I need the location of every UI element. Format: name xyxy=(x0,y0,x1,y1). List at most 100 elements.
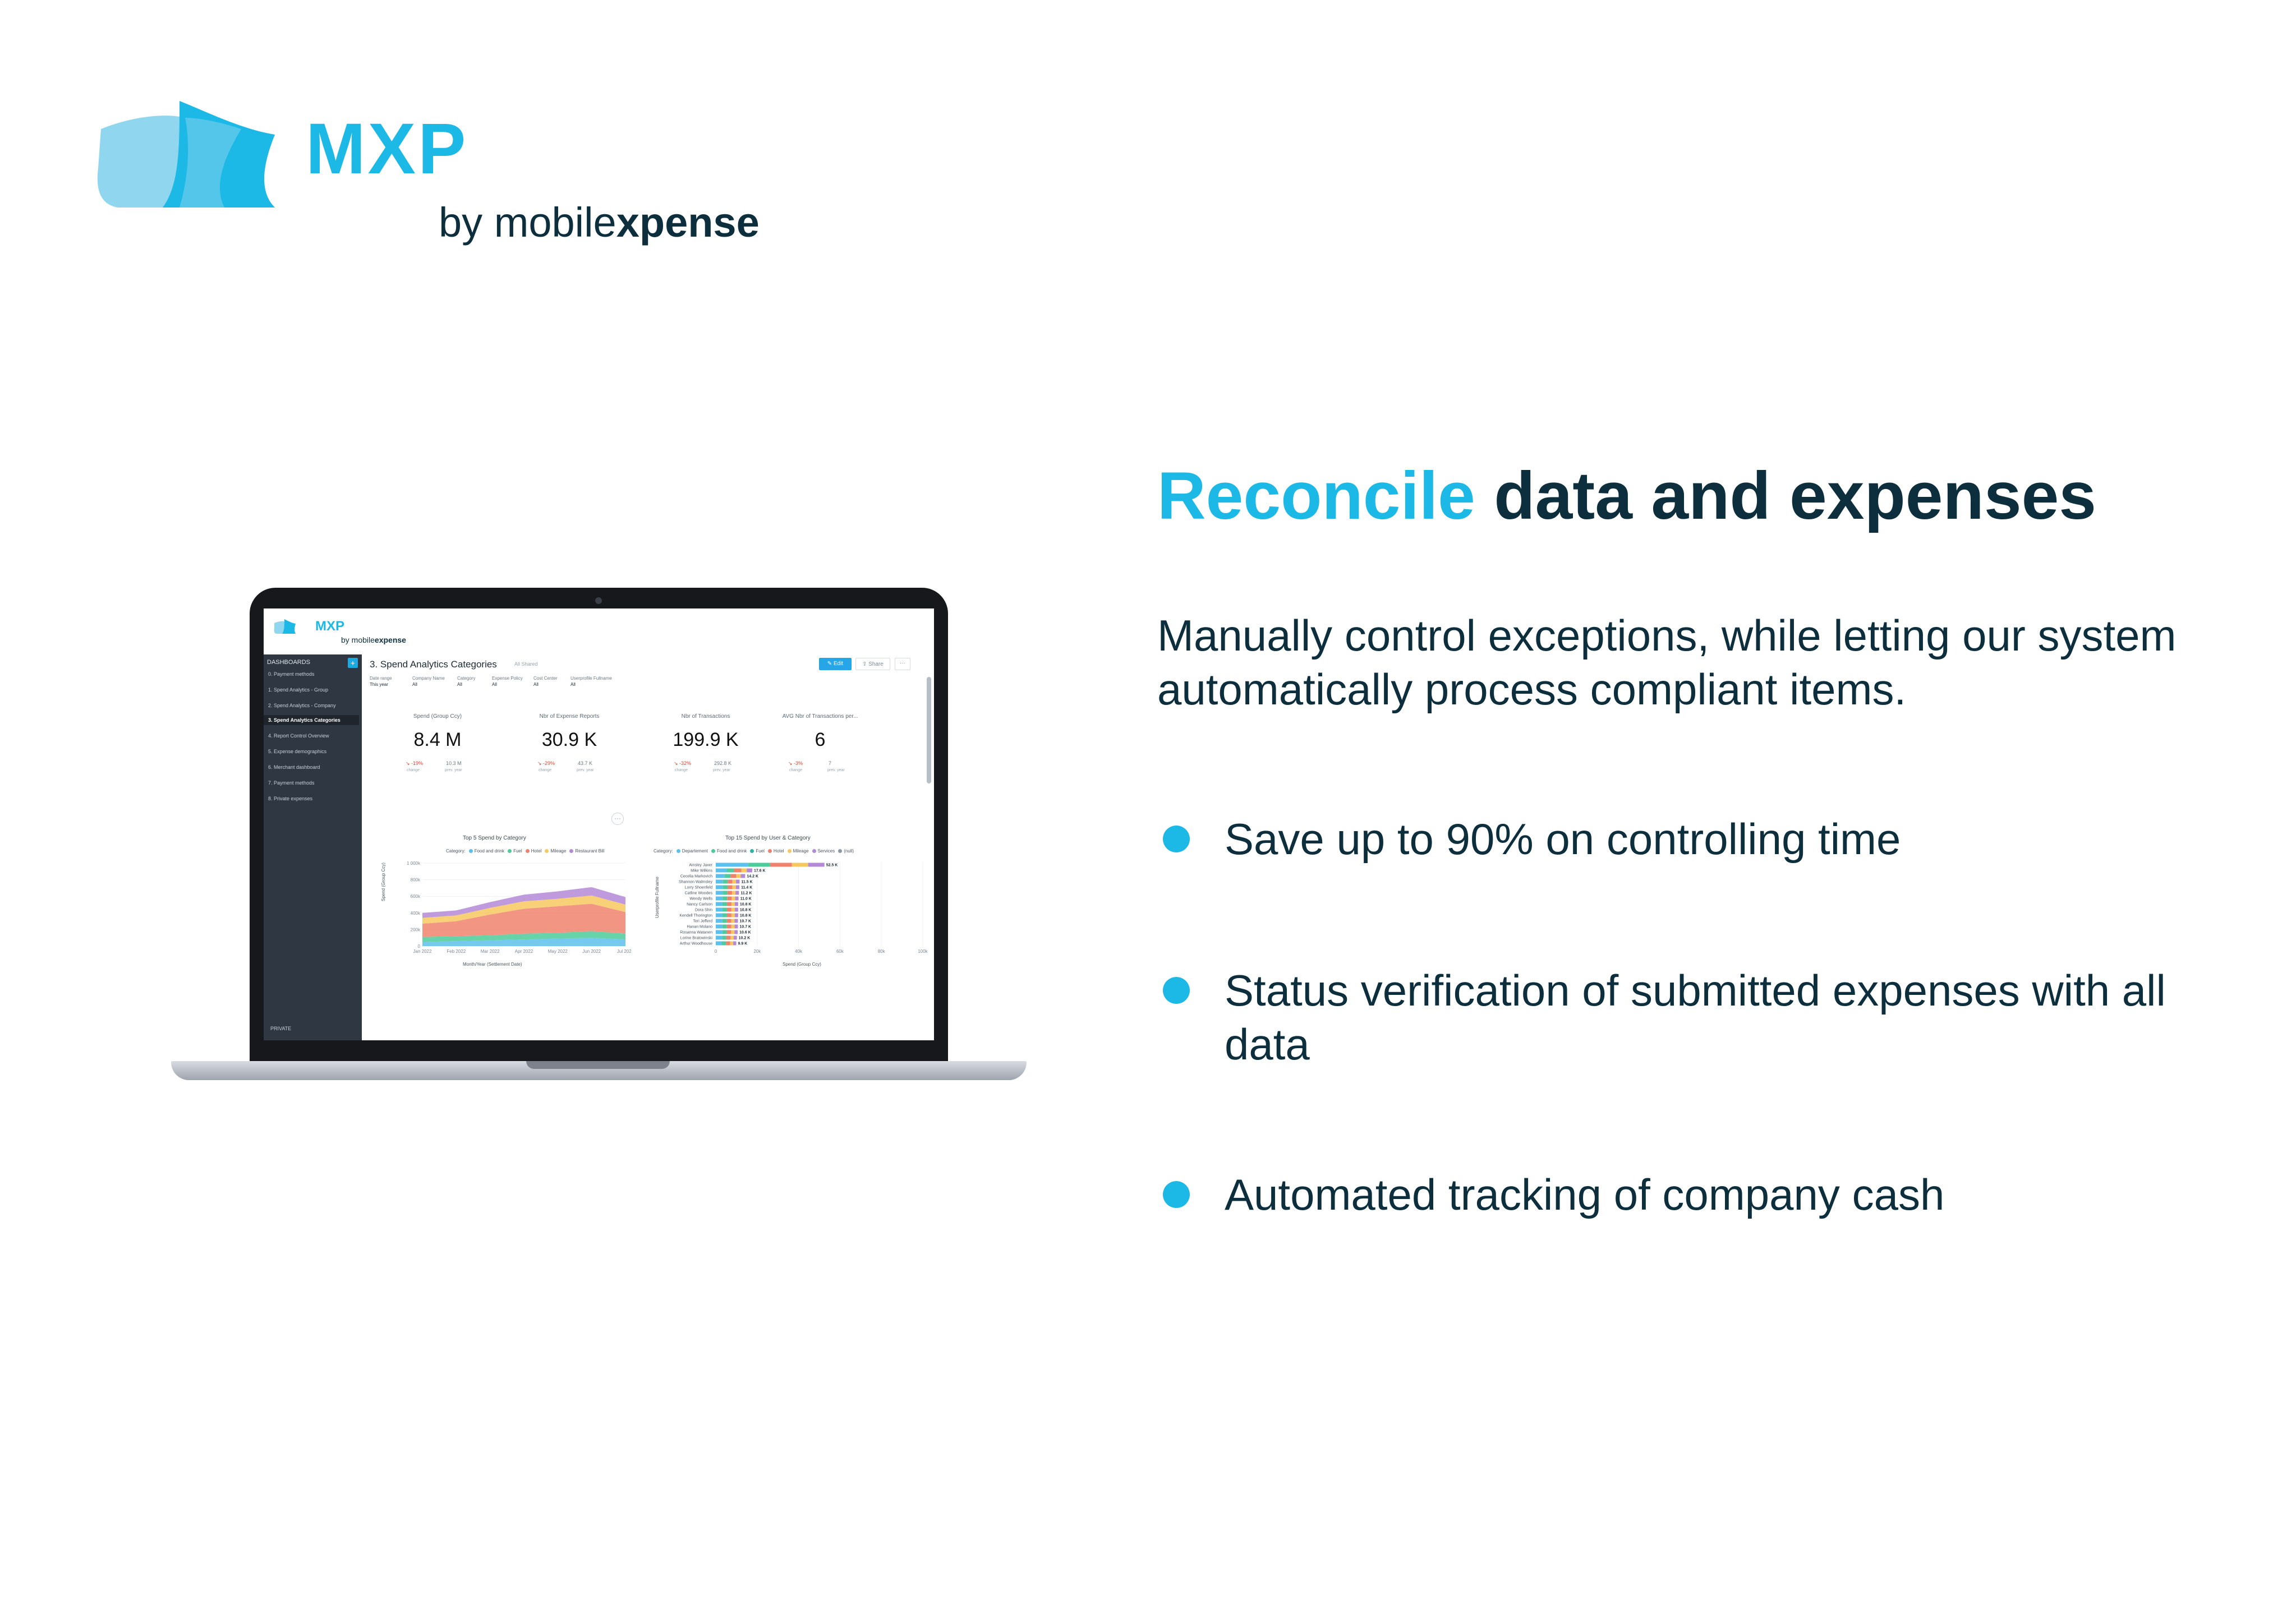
bar-category-label: Hanan Molano xyxy=(687,925,712,929)
legend-label[interactable]: Food and drink xyxy=(716,849,747,854)
bar xyxy=(716,935,737,940)
area-chart-y-title: Spend (Group Ccy) xyxy=(381,863,386,901)
legend-swatch xyxy=(545,849,549,853)
legend-label[interactable]: (null) xyxy=(844,849,854,854)
edit-button[interactable]: ✎ Edit xyxy=(819,658,852,670)
bar-value-label: 10.8 K xyxy=(740,914,752,918)
bar-segment xyxy=(726,941,730,946)
bar-segment xyxy=(731,907,735,912)
sidebar-private-section[interactable]: PRIVATE xyxy=(270,1026,292,1031)
bar xyxy=(716,868,752,873)
bar-category-label: Shannon Walmsley xyxy=(679,880,713,884)
bar-segment xyxy=(734,919,738,923)
bar-chart-title: Top 15 Spend by User & Category xyxy=(725,835,811,841)
bar-segment xyxy=(716,885,723,889)
legend-label[interactable]: Restaurant Bill xyxy=(575,849,605,854)
share-button[interactable]: ⇪ Share xyxy=(855,658,890,670)
sidebar-item-payment-methods[interactable]: 0. Payment methods xyxy=(268,671,315,677)
bar-segment xyxy=(726,930,731,934)
sidebar-item-report-control[interactable]: 4. Report Control Overview xyxy=(268,733,329,739)
more-options-button[interactable]: ··· xyxy=(895,658,910,670)
legend-swatch xyxy=(787,849,792,853)
sidebar-item-private-expenses[interactable]: 8. Private expenses xyxy=(268,796,313,801)
bar-segment xyxy=(722,930,727,934)
bar-segment xyxy=(716,924,723,929)
bar-segment xyxy=(734,913,738,917)
pencil-icon: ✎ xyxy=(827,661,834,667)
bar-chart-y-title: Userprofile Fullname xyxy=(655,877,660,918)
bar-category-label: Lorry Shoenfeld xyxy=(685,886,713,890)
bar-value-label: 10.2 K xyxy=(739,937,751,940)
bar-category-label: Ainsley Jaxer xyxy=(689,864,712,868)
legend-swatch xyxy=(569,849,574,853)
y-tick-label: 800k xyxy=(411,878,421,883)
bar-segment xyxy=(730,935,734,940)
bar-segment xyxy=(731,896,735,901)
bar-value-label: 11.0 K xyxy=(740,897,752,901)
bar xyxy=(716,902,738,906)
area-series xyxy=(422,903,625,937)
bar-category-label: Arthur Woodhouse xyxy=(680,942,712,946)
sidebar-item-expense-demographics[interactable]: 5. Expense demographics xyxy=(268,749,327,754)
y-tick-label: 0 xyxy=(418,944,421,949)
legend-label[interactable]: Hotel xyxy=(773,849,784,854)
bar xyxy=(716,863,825,867)
bar-segment xyxy=(730,874,737,878)
x-tick-label: Jun 2022 xyxy=(582,949,601,954)
area-chart-title: Top 5 Spend by Category xyxy=(463,835,526,841)
bar-segment xyxy=(726,868,734,873)
bar-segment xyxy=(735,891,739,895)
x-tick-label: Jan 2022 xyxy=(413,949,432,954)
bar-segment xyxy=(736,879,740,884)
bar-category-label: Kendell Thorington xyxy=(679,914,712,918)
sidebar-item-spend-company[interactable]: 2. Spend Analytics - Company xyxy=(268,703,336,708)
sidebar-title: DASHBOARDS xyxy=(267,659,311,666)
sidebar-item-payment-methods-2[interactable]: 7. Payment methods xyxy=(268,780,315,786)
bar-segment xyxy=(808,863,825,867)
bar-category-label: Mike Wilkins xyxy=(691,869,712,873)
headline: Reconcile data and expenses xyxy=(1157,458,2097,533)
x-tick-label: May 2022 xyxy=(548,949,568,954)
x-tick-label: 80k xyxy=(878,949,886,954)
area-series xyxy=(422,887,625,918)
bar-segment xyxy=(722,902,727,906)
bar-segment xyxy=(716,879,723,884)
bar-chart-x-title: Spend (Group Ccy) xyxy=(783,962,821,967)
legend-label[interactable]: Services xyxy=(817,849,835,854)
add-dashboard-button[interactable]: + xyxy=(348,658,358,668)
more-dots-button[interactable]: ··· xyxy=(611,813,624,825)
bar-segment xyxy=(716,868,727,873)
legend-label[interactable]: Hotel xyxy=(531,849,542,854)
brand-logo: MXP by mobilexpense xyxy=(95,95,802,258)
sidebar-item-spend-group[interactable]: 1. Spend Analytics - Group xyxy=(268,687,329,693)
kpi-expense-reports: Nbr of Expense Reports 30.9 K ↘ -29% 43.… xyxy=(537,713,600,772)
bar-segment xyxy=(716,935,723,940)
bar-segment xyxy=(722,913,727,917)
bar-segment xyxy=(722,907,727,912)
legend-label[interactable]: Food and drink xyxy=(474,849,505,854)
bar-segment xyxy=(722,919,727,923)
legend-label[interactable]: Departement xyxy=(682,849,708,854)
sidebar-item-spend-categories[interactable]: 3. Spend Analytics Categories xyxy=(264,715,359,725)
legend-swatch xyxy=(750,849,754,853)
legend-swatch xyxy=(767,849,772,853)
bar-segment xyxy=(728,885,733,889)
legend-label[interactable]: Mileage xyxy=(793,849,809,854)
legend-label[interactable]: Fuel xyxy=(756,849,765,854)
bar xyxy=(716,891,739,895)
legend-label[interactable]: Fuel xyxy=(513,849,522,854)
brand-byline: by mobilexpense xyxy=(439,199,760,246)
sidebar-item-merchant[interactable]: 6. Merchant dashboard xyxy=(268,764,320,770)
bar xyxy=(716,879,740,884)
x-tick-label: Apr 2022 xyxy=(515,949,533,954)
scrollbar[interactable] xyxy=(927,677,931,783)
legend-label[interactable]: Mileage xyxy=(550,849,567,854)
y-tick-label: 200k xyxy=(411,927,421,932)
